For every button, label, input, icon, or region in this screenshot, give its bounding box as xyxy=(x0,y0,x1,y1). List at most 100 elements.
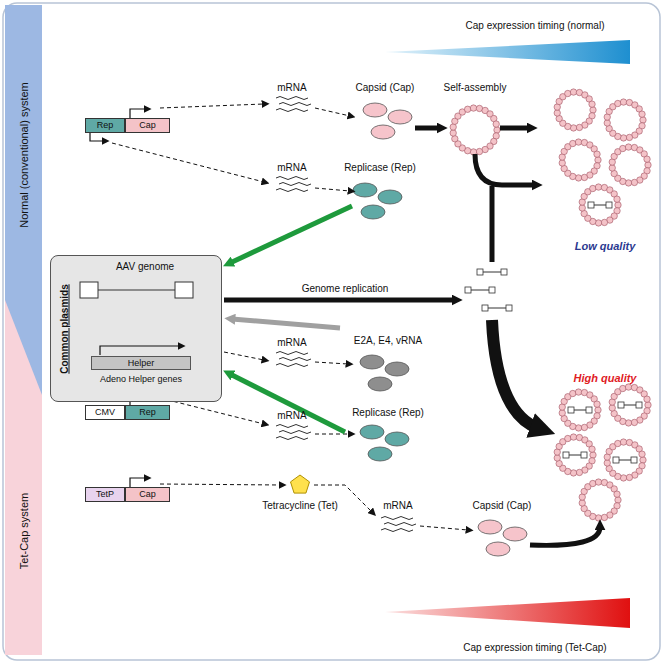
capsid-subunit xyxy=(615,202,621,208)
capsid-subunit xyxy=(620,145,626,151)
capsid-subunit xyxy=(590,185,596,191)
capsid-subunit xyxy=(595,479,601,485)
capsid-shell xyxy=(607,442,643,478)
capsid-subunit xyxy=(595,220,601,226)
mrna-strand xyxy=(381,529,413,532)
translation-arrow xyxy=(315,188,350,191)
capsid-subunit xyxy=(644,396,650,402)
capsid-subunit xyxy=(576,469,582,475)
genome-strand xyxy=(468,290,492,291)
step-label: Capsid (Cap) xyxy=(356,82,415,94)
promoter-arrow xyxy=(100,346,180,355)
transcription-arrow xyxy=(112,143,264,182)
capsid-subunit xyxy=(644,156,650,162)
itr-box xyxy=(588,202,594,208)
capsid-subunit xyxy=(554,455,560,461)
capsid-subunit xyxy=(620,99,626,105)
mrna-strand xyxy=(279,431,311,434)
capsid-subunit xyxy=(464,106,470,112)
capsid-subunit xyxy=(625,384,631,390)
step-label: mRNA xyxy=(383,500,412,512)
gene-box: Rep xyxy=(125,405,170,420)
capsid-subunit xyxy=(452,136,458,142)
capsid-subunit xyxy=(604,460,610,466)
itr-box xyxy=(80,282,98,298)
mrna-strand xyxy=(276,97,308,100)
capsid-subunit xyxy=(493,121,499,127)
step-label: mRNA xyxy=(277,162,306,174)
itr-box xyxy=(613,457,619,463)
mrna-strand xyxy=(276,425,308,428)
capsid-subunit xyxy=(476,148,482,154)
capsid-subunit xyxy=(570,140,576,146)
mrna-strand xyxy=(279,358,311,361)
tetracycline-symbol xyxy=(291,475,310,493)
gene-name: Cap xyxy=(139,120,156,131)
capsid-subunit xyxy=(615,440,621,446)
band-shape xyxy=(5,300,42,655)
capsid-shell xyxy=(557,92,593,128)
assembly-arrow xyxy=(415,126,440,131)
step-label: Replicase (Rep) xyxy=(352,407,424,419)
axis-label: Cap expression timing (normal) xyxy=(466,20,605,32)
capsid-subunit xyxy=(581,174,587,180)
capsid-subunit xyxy=(570,434,576,440)
capsid-protein xyxy=(388,110,412,124)
gene-name: Rep xyxy=(139,407,156,418)
capsid-subunit xyxy=(645,402,651,408)
promoter-box: CMV xyxy=(85,405,125,420)
capsid-subunit xyxy=(639,451,645,457)
replicase-arrow xyxy=(230,206,352,263)
capsid-subunit xyxy=(595,157,601,163)
capsid-subunit xyxy=(631,419,637,425)
capsid-subunit xyxy=(609,405,615,411)
capsid-subunit xyxy=(640,457,646,463)
translation-arrow xyxy=(315,362,348,364)
capsid-subunit xyxy=(620,475,626,481)
capsid-subunit xyxy=(565,90,571,96)
capsid-protein xyxy=(478,520,502,534)
capsid-protein xyxy=(486,542,510,556)
capsid-subunit xyxy=(625,180,631,186)
step-label: Self-assembly xyxy=(444,82,507,94)
promoter-box: TetP xyxy=(85,487,125,502)
capsid-subunit xyxy=(601,514,607,520)
system-label: Normal (conventional) system xyxy=(18,82,30,228)
translation-arrow xyxy=(420,526,468,530)
capsid-subunit xyxy=(450,130,456,136)
replicase-arrow xyxy=(230,374,345,432)
gene-box: Cap xyxy=(125,118,170,133)
capsid-shell xyxy=(557,437,593,473)
capsid-subunit xyxy=(589,446,595,452)
itr-box xyxy=(482,305,488,311)
group-heading: Common plasmids xyxy=(59,284,70,373)
gene-name: CMV xyxy=(95,407,115,418)
mrna-strand xyxy=(279,103,311,106)
helper-arrow xyxy=(232,319,340,328)
transcription-arrow xyxy=(224,352,264,360)
capsid-subunit xyxy=(575,175,581,181)
capsid-subunit xyxy=(626,474,632,480)
capsid-subunit xyxy=(594,151,600,157)
mrna-strand xyxy=(384,523,416,526)
step-label: AAV genome xyxy=(116,261,174,273)
outer-frame xyxy=(3,3,660,660)
helper-protein xyxy=(385,362,409,376)
step-label: Tetracycline (Tet) xyxy=(262,500,338,512)
assembly-arrow xyxy=(500,126,530,131)
capsid-subunit xyxy=(575,139,581,145)
promoter-arrow xyxy=(90,133,104,141)
translation-arrow xyxy=(315,434,350,435)
capsid-subunit xyxy=(494,127,500,133)
replicase-protein xyxy=(385,432,409,446)
itr-box xyxy=(606,202,612,208)
capsid-subunit xyxy=(625,420,631,426)
capsid-protein xyxy=(363,103,387,117)
mrna-strand xyxy=(276,177,308,180)
mrna-strand xyxy=(381,517,413,520)
itr-box xyxy=(465,287,471,293)
transcription-arrow xyxy=(160,104,264,108)
replication-arrow xyxy=(224,298,455,303)
itr-box xyxy=(506,305,512,311)
